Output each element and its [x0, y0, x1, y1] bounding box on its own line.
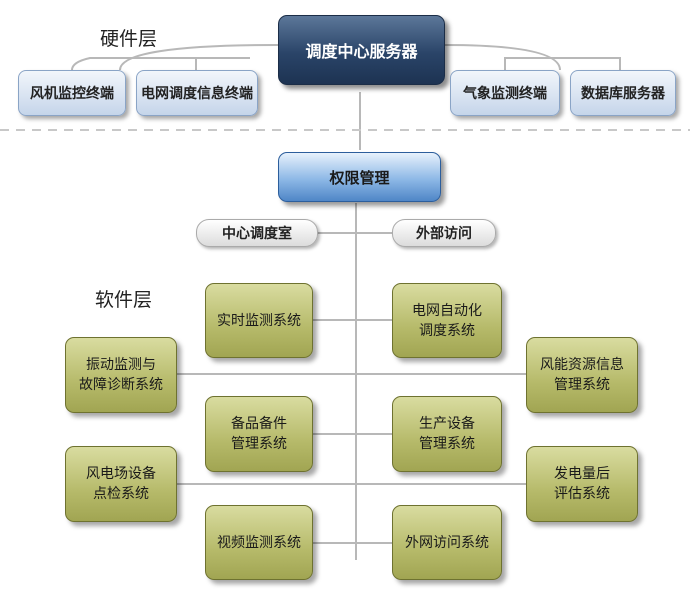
system-grid-automation-dispatch[interactable]: 电网自动化 调度系统: [392, 283, 502, 358]
hardware-layer-label: 硬件层: [100, 28, 158, 50]
system-wind-resource-info[interactable]: 风能资源信息 管理系统: [526, 337, 638, 413]
dispatch-center-server[interactable]: 调度中心服务器: [278, 15, 445, 85]
system-power-generation-evaluation[interactable]: 发电量后 评估系统: [526, 446, 638, 522]
pill-central-dispatch-room[interactable]: 中心调度室: [196, 219, 318, 247]
system-video-monitoring[interactable]: 视频监测系统: [205, 505, 313, 580]
hw-node-database-server[interactable]: 数据库服务器: [570, 70, 676, 116]
system-spare-parts-management[interactable]: 备品备件 管理系统: [205, 396, 313, 472]
hw-connector: [71, 57, 250, 71]
hw-connector: [444, 44, 561, 71]
hw-node-grid-dispatch-terminal[interactable]: 电网调度信息终端: [136, 70, 258, 116]
software-layer-label: 软件层: [95, 289, 153, 311]
system-equipment-inspection[interactable]: 风电场设备 点检系统: [65, 446, 177, 522]
hw-node-wind-turbine-monitor[interactable]: 风机监控终端: [18, 70, 126, 116]
system-external-network-access[interactable]: 外网访问系统: [392, 505, 502, 580]
system-realtime-monitoring[interactable]: 实时监测系统: [205, 283, 313, 358]
permission-management[interactable]: 权限管理: [278, 152, 441, 202]
hw-node-weather-monitor[interactable]: 气象监测终端: [450, 70, 560, 116]
system-vibration-fault-diagnosis[interactable]: 振动监测与 故障诊断系统: [65, 337, 177, 413]
hw-connector: [504, 57, 621, 70]
pill-external-access[interactable]: 外部访问: [392, 219, 496, 247]
system-production-equipment[interactable]: 生产设备 管理系统: [392, 396, 502, 472]
hw-connector: [119, 44, 279, 71]
